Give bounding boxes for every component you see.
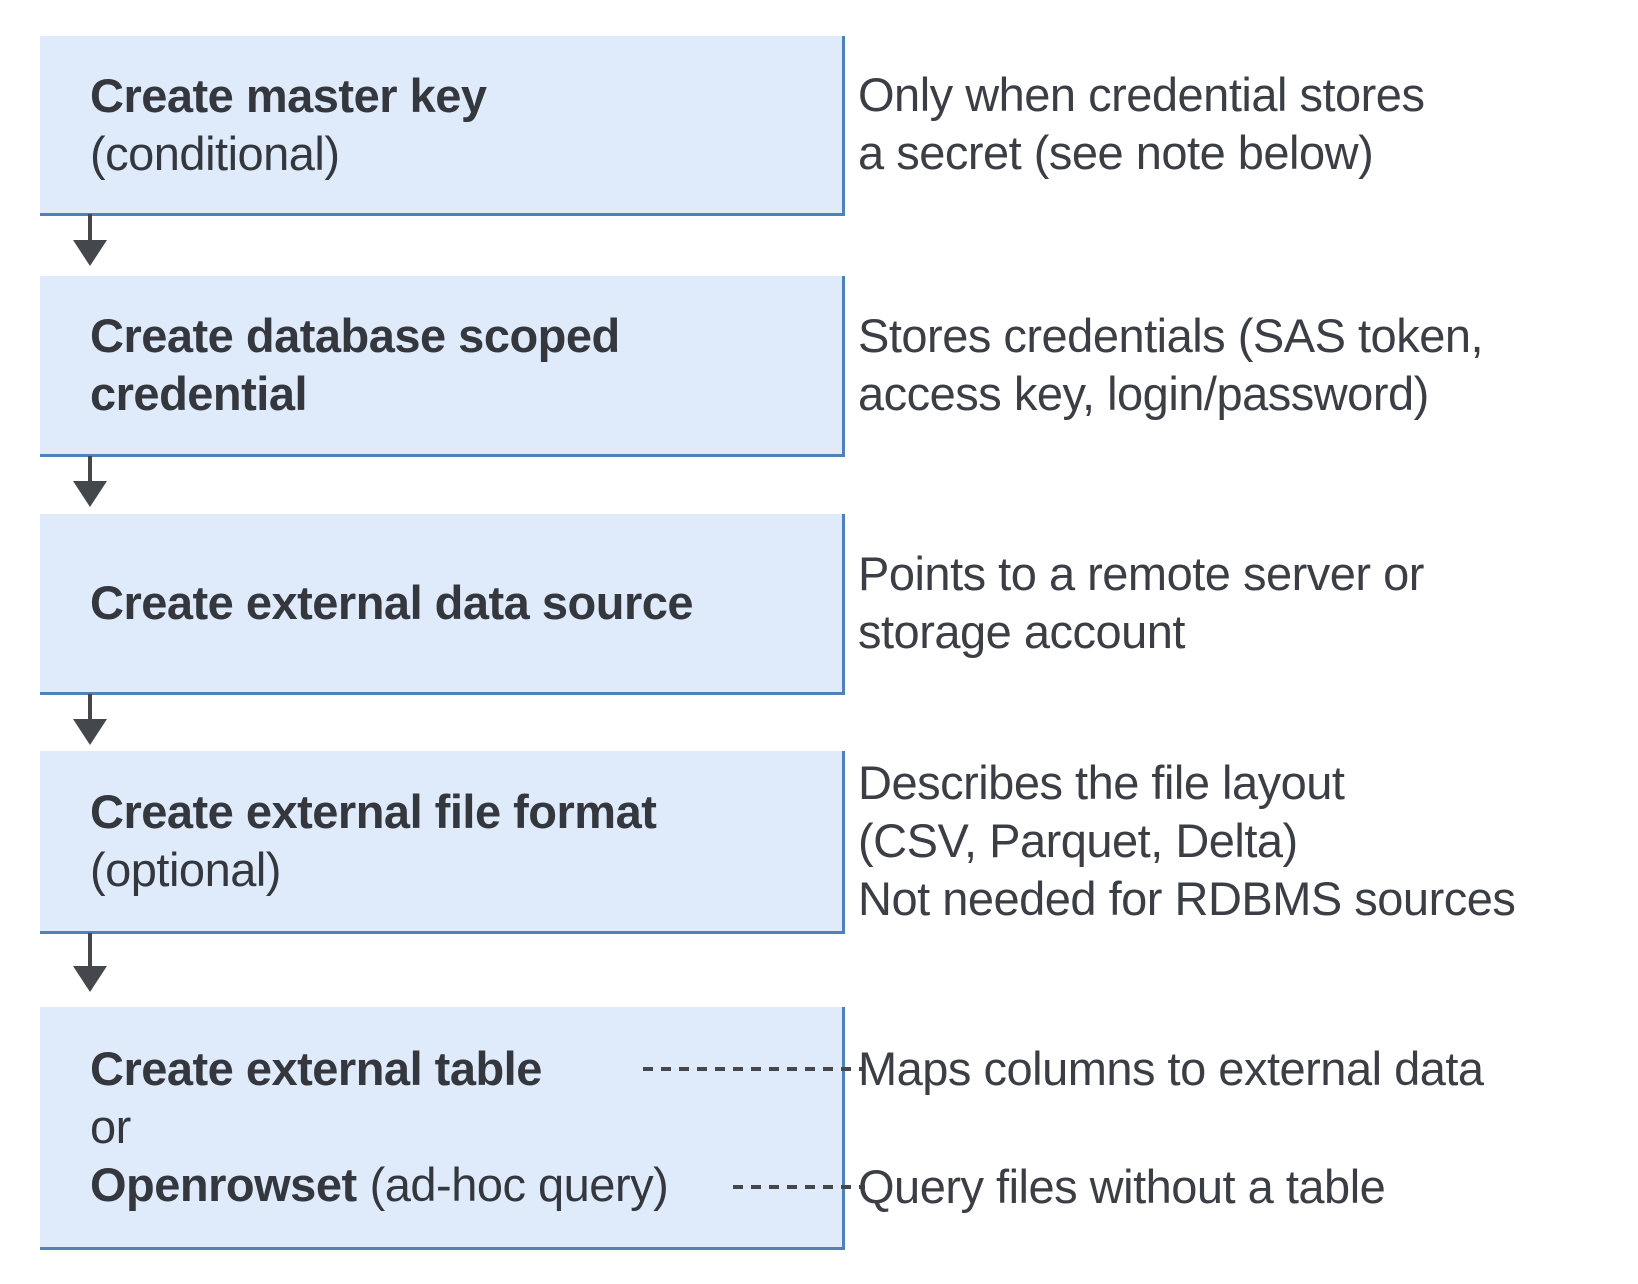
arrow-head [73, 719, 107, 745]
flow-step-create-external-data-source: Create external data source [40, 514, 845, 695]
note-line: a secret (see note below) [858, 126, 1374, 179]
flow-step-create-master-key: Create master key (conditional) [40, 36, 845, 216]
note-line: Maps columns to external data [858, 1042, 1484, 1095]
arrow-head [73, 966, 107, 992]
flow-arrow-down-icon [73, 933, 107, 992]
step-title: Create external table [90, 1042, 542, 1095]
step-subtitle: (conditional) [90, 126, 340, 180]
flow-step-create-database-scoped-credential: Create database scoped credential [40, 276, 845, 457]
arrow-head [73, 240, 107, 266]
note-line: Only when credential stores [858, 68, 1425, 121]
step-alt-title-bold: Openrowset [90, 1158, 357, 1211]
flow-arrow-down-icon [73, 214, 107, 266]
flow-arrow-down-icon [73, 456, 107, 507]
flow-step-create-external-file-format: Create external file format (optional) [40, 751, 845, 934]
step-note-master-key: Only when credential stores a secret (se… [858, 66, 1425, 182]
step-title: Create external data source [90, 576, 694, 629]
note-line: Points to a remote server or [858, 547, 1424, 600]
flow-arrow-down-icon [73, 694, 107, 745]
step-note-data-source: Points to a remote server or storage acc… [858, 545, 1424, 661]
dashed-connector-openrowset [733, 1185, 865, 1189]
step-title: Create database scoped credential [90, 309, 620, 420]
note-line: access key, login/password) [858, 367, 1429, 420]
step-title: Create external file format [90, 785, 657, 838]
step-note-credential: Stores credentials (SAS token, access ke… [858, 307, 1484, 423]
note-line: storage account [858, 605, 1185, 658]
step-or-label: or [90, 1100, 131, 1153]
step-note-external-table: Maps columns to external data [858, 1040, 1484, 1098]
dashed-connector-external-table [643, 1067, 865, 1071]
arrow-stem [88, 456, 92, 481]
note-line: (CSV, Parquet, Delta) [858, 814, 1298, 867]
step-alt-title-suffix: (ad-hoc query) [369, 1158, 669, 1211]
note-line: Describes the file layout [858, 756, 1345, 809]
note-line: Query files without a table [858, 1160, 1386, 1213]
arrow-stem [88, 694, 92, 719]
note-line: Stores credentials (SAS token, [858, 309, 1484, 362]
arrow-stem [88, 933, 92, 966]
step-alt-title: Openrowset(ad-hoc query) [90, 1156, 822, 1214]
flow-step-create-external-table-or-openrowset: Create external table or Openrowset(ad-h… [40, 1007, 845, 1250]
arrow-head [73, 481, 107, 507]
step-subtitle: (optional) [90, 843, 281, 896]
step-note-openrowset: Query files without a table [858, 1158, 1386, 1216]
note-line: Not needed for RDBMS sources [858, 872, 1516, 925]
arrow-stem [88, 214, 92, 240]
step-title: Create master key [90, 68, 487, 122]
step-note-file-format: Describes the file layout (CSV, Parquet,… [858, 754, 1516, 928]
